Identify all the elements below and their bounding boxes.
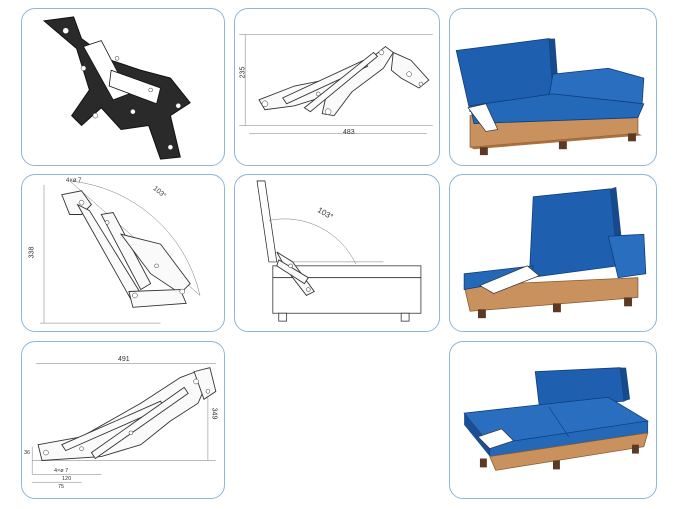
height-dimension-label: 338 xyxy=(28,246,36,259)
dimension-label-b: 75 xyxy=(58,484,65,490)
dimension-label-a: 120 xyxy=(62,476,72,482)
width-dimension-label: 491 xyxy=(118,356,130,363)
height-dimension-label: 235 xyxy=(239,66,247,79)
panel-sofa-bed xyxy=(449,341,657,499)
sofa-bed-illustration xyxy=(463,367,649,471)
panel-drawing-flat: 491 349 4×ø 7 120 75 36 xyxy=(21,341,225,499)
sofa-closed-illustration xyxy=(455,38,645,156)
panel-sofa-closed xyxy=(449,8,657,166)
width-dimension-label: 483 xyxy=(343,129,355,136)
drawing-closed-position xyxy=(239,34,433,134)
sofa-lifting-illustration xyxy=(463,186,647,319)
hole-spec-label: 4×ø 7 xyxy=(66,178,82,184)
bed-side-drawing xyxy=(256,180,422,322)
panel-drawing-open-arc: 4×ø 7 103° 338 xyxy=(21,174,225,332)
panel-drawing-bed-side: 103° xyxy=(234,174,440,332)
panel-mechanism-photo xyxy=(21,8,225,166)
drawing-flat-position xyxy=(31,363,217,483)
dimension-label-c: 36 xyxy=(24,450,31,456)
hole-spec-label: 4×ø 7 xyxy=(54,468,69,474)
panel-drawing-closed: 235 483 xyxy=(234,8,440,166)
mechanism-photo xyxy=(42,16,191,160)
panel-sofa-lifting xyxy=(449,174,657,332)
drawing-open-position xyxy=(40,180,201,324)
height-dimension-label: 349 xyxy=(210,407,218,420)
